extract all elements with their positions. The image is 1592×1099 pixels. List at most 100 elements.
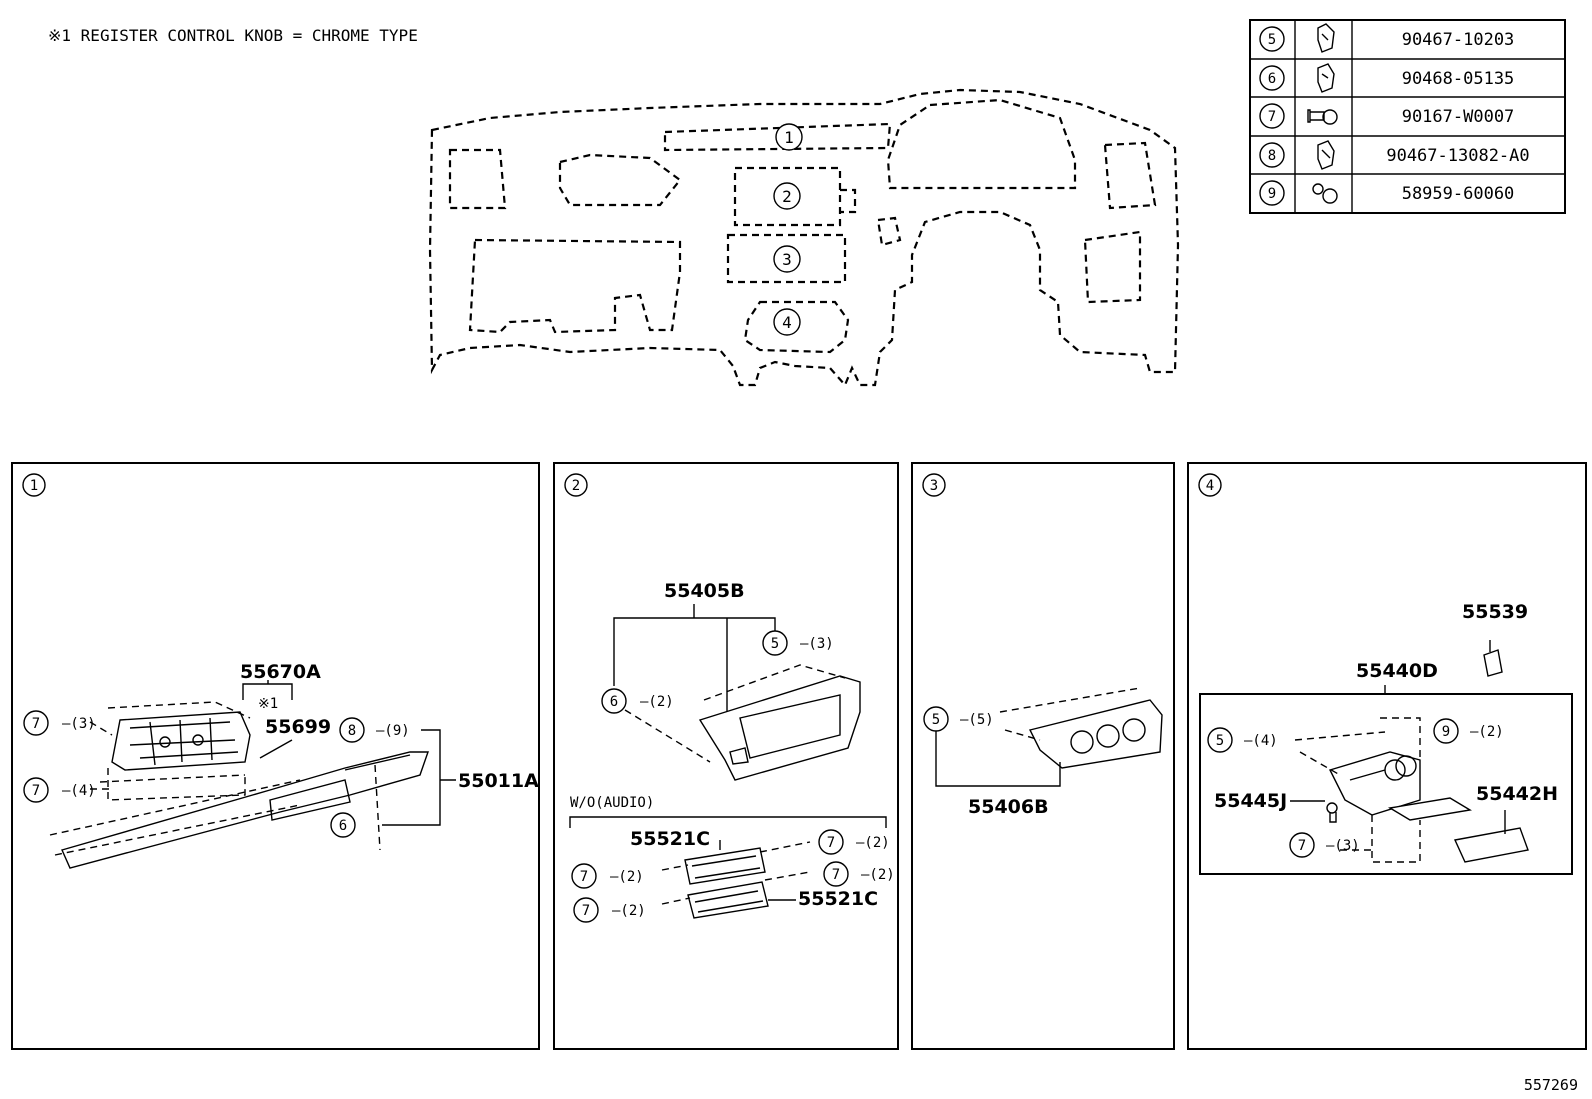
switch-hole-cover xyxy=(687,881,769,919)
svg-text:9: 9 xyxy=(1442,724,1450,740)
part-number-label: 55011A xyxy=(458,770,539,792)
svg-text:7: 7 xyxy=(827,835,835,851)
svg-text:5: 5 xyxy=(771,636,779,652)
svg-text:–(2): –(2) xyxy=(610,869,644,885)
callout: 7 –(2) xyxy=(573,897,646,923)
svg-text:5: 5 xyxy=(1216,733,1224,749)
figure-id: 557269 xyxy=(1524,1076,1578,1094)
part-number-label: 55670A xyxy=(240,661,321,683)
svg-text:–(5): –(5) xyxy=(960,712,994,728)
callout: 7 –(4) xyxy=(23,777,110,803)
callout: 7 –(2) xyxy=(818,829,890,855)
panel-number: 4 xyxy=(1206,478,1214,494)
svg-text:–(3): –(3) xyxy=(62,716,96,732)
console-box-assembly xyxy=(1329,751,1421,816)
center-garnish xyxy=(61,751,429,869)
legend-row: 5 90467-10203 xyxy=(1259,23,1515,53)
cover-plate xyxy=(1453,827,1529,863)
svg-text:–(3): –(3) xyxy=(800,636,834,652)
svg-text:–(2): –(2) xyxy=(1470,724,1504,740)
svg-text:–(4): –(4) xyxy=(1244,733,1278,749)
svg-text:90467-10203: 90467-10203 xyxy=(1402,30,1515,50)
svg-text:–(2): –(2) xyxy=(861,867,895,883)
part-number-label: 55521C xyxy=(630,828,710,850)
clip-icon xyxy=(1317,63,1335,93)
svg-text:7: 7 xyxy=(832,867,840,883)
svg-text:–(3): –(3) xyxy=(1326,838,1360,854)
location-marker: 3 xyxy=(773,245,801,273)
cushion-icon xyxy=(1312,183,1338,204)
svg-text:1: 1 xyxy=(784,128,794,147)
detail-panel-1: 1 55670A ※1 55699 55011A 7 –(3) xyxy=(11,462,540,1050)
register-knob-note: ※1 REGISTER CONTROL KNOB = CHROME TYPE xyxy=(48,26,418,45)
svg-text:5: 5 xyxy=(932,712,940,728)
svg-text:90167-W0007: 90167-W0007 xyxy=(1402,107,1515,127)
part-number-label: 55521C xyxy=(798,888,878,910)
callout: 5 –(4) xyxy=(1207,727,1278,753)
clip-part xyxy=(1483,640,1503,677)
svg-text:7: 7 xyxy=(1268,109,1276,125)
part-number-label: 55699 xyxy=(265,716,331,738)
legend-row: 8 90467-13082-A0 xyxy=(1259,140,1530,170)
svg-text:9: 9 xyxy=(1268,186,1276,202)
legend-row: 6 90468-05135 xyxy=(1259,63,1515,93)
callout: 9 –(2) xyxy=(1433,718,1504,744)
fastener-legend-table: 5 90467-10203 6 90468-05135 7 90167-W000… xyxy=(1249,19,1566,214)
svg-text:7: 7 xyxy=(1298,838,1306,854)
svg-text:7: 7 xyxy=(32,783,40,799)
callout: 7 –(2) xyxy=(571,863,644,889)
screw-icon xyxy=(1307,109,1338,125)
part-number-label: 55442H xyxy=(1476,783,1558,805)
switch-hole-cover xyxy=(684,847,766,885)
svg-text:–(9): –(9) xyxy=(376,723,410,739)
svg-text:–(2): –(2) xyxy=(612,903,646,919)
legend-row: 7 90167-W0007 xyxy=(1259,103,1515,129)
part-number-label: 55440D xyxy=(1356,660,1438,682)
svg-text:3: 3 xyxy=(782,250,792,269)
variant-label: W/O(AUDIO) xyxy=(570,795,654,811)
svg-text:6: 6 xyxy=(610,694,618,710)
screw-part xyxy=(1326,802,1338,823)
part-number-label: 55406B xyxy=(968,796,1049,818)
svg-text:–(4): –(4) xyxy=(62,783,96,799)
part-number-label: 55405B xyxy=(664,580,745,602)
svg-text:–(2): –(2) xyxy=(640,694,674,710)
panel-number: 2 xyxy=(572,478,580,494)
svg-text:90467-13082-A0: 90467-13082-A0 xyxy=(1386,146,1529,166)
legend-row: 9 58959-60060 xyxy=(1259,180,1515,206)
callout: 5 –(3) xyxy=(762,630,834,656)
callout: 7 –(3) xyxy=(1289,832,1360,858)
svg-text:6: 6 xyxy=(1268,71,1276,87)
svg-text:4: 4 xyxy=(782,313,792,332)
svg-text:2: 2 xyxy=(782,187,792,206)
instrument-panel-overview: 1 2 3 4 xyxy=(428,88,1180,388)
register-assembly xyxy=(111,711,251,771)
svg-text:7: 7 xyxy=(32,716,40,732)
location-marker: 1 xyxy=(775,123,803,151)
svg-text:90468-05135: 90468-05135 xyxy=(1402,69,1515,89)
callout: 6 xyxy=(330,812,356,838)
callout: 5 –(5) xyxy=(923,706,994,732)
part-number-label: 55445J xyxy=(1214,790,1287,812)
svg-text:7: 7 xyxy=(582,903,590,919)
svg-text:6: 6 xyxy=(339,818,347,834)
svg-text:58959-60060: 58959-60060 xyxy=(1402,184,1515,204)
detail-panel-2: 2 55405B 5 –(3) 6 –(2) W/O(AUDIO) 55521C… xyxy=(553,462,899,1050)
location-marker: 2 xyxy=(773,182,801,210)
svg-text:–(2): –(2) xyxy=(856,835,890,851)
detail-panel-3: 3 5 –(5) 55406B xyxy=(911,462,1175,1050)
panel-number: 1 xyxy=(30,478,38,494)
chrome-note-mark: ※1 xyxy=(258,696,278,712)
detail-panel-4: 4 55539 55440D 55445J 55442H xyxy=(1187,462,1587,1050)
clip-icon xyxy=(1317,23,1335,53)
part-number-label: 55539 xyxy=(1462,601,1528,623)
location-marker: 4 xyxy=(773,308,801,336)
svg-text:8: 8 xyxy=(348,723,356,739)
svg-text:8: 8 xyxy=(1268,148,1276,164)
heater-control-panel xyxy=(1028,699,1163,769)
clip-icon xyxy=(1317,140,1335,170)
callout: 7 –(2) xyxy=(823,861,895,887)
center-cluster-finish-panel xyxy=(698,675,861,781)
callout: 7 –(3) xyxy=(23,710,113,736)
